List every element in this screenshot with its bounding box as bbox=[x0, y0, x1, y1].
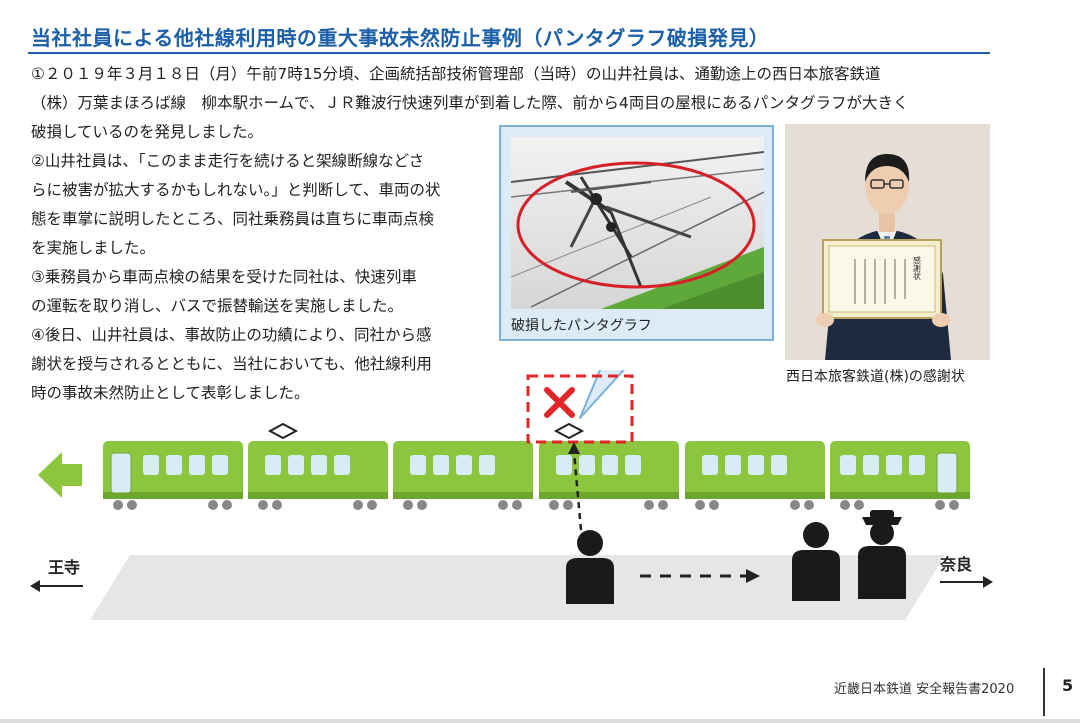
page-number: 5 bbox=[1062, 676, 1074, 695]
paragraph-3-line: の運転を取り消し、バスで振替輸送を実施しました。 bbox=[31, 297, 404, 315]
travel-direction-arrow bbox=[38, 452, 82, 498]
damaged-pantograph-icon bbox=[553, 422, 585, 440]
train-car-5 bbox=[685, 441, 825, 510]
train-car-1 bbox=[103, 441, 243, 510]
paragraph-2-line: らに被害が拡大するかもしれない。」と判断して、車両の状 bbox=[31, 181, 441, 199]
paragraphs-2-4: ②山井社員は、「このまま走行を続けると架線断線などさ らに被害が拡大するかもしれ… bbox=[31, 147, 441, 408]
paragraph-4-line: 時の事故未然防止として表彰しました。 bbox=[31, 384, 310, 402]
paragraph-4-line: ④後日、山井社員は、事故防止の功績により、同社から感 bbox=[31, 326, 432, 344]
paragraph-2-line: を実施しました。 bbox=[31, 239, 156, 257]
paragraph-1: ①２０１９年３月１８日（月）午前7時15分頃、企画統括部技術管理部（当時）の山井… bbox=[31, 60, 909, 147]
paragraph-1-line: （株）万葉まほろば線 柳本駅ホームで、ＪＲ難波行快速列車が到着した際、前から4両… bbox=[31, 94, 909, 112]
train-car-3 bbox=[393, 441, 533, 510]
publication-title: 近畿日本鉄道 安全報告書2020 bbox=[834, 682, 1015, 697]
pantograph-icon bbox=[267, 422, 299, 440]
bottom-edge bbox=[0, 719, 1080, 723]
pantograph-callout: 破損したパンタグラフ bbox=[499, 125, 774, 341]
direction-label-left: 王寺 bbox=[48, 558, 80, 577]
platform bbox=[90, 555, 945, 620]
footer-divider bbox=[1043, 668, 1045, 716]
train-car-2 bbox=[248, 422, 388, 510]
paragraph-3-line: ③乗務員から車両点検の結果を受けた同社は、快速列車 bbox=[31, 268, 417, 286]
arrow-left-icon bbox=[30, 580, 40, 592]
pantograph-illustration bbox=[511, 137, 764, 309]
title-underline bbox=[28, 52, 990, 54]
line-of-sight bbox=[572, 451, 583, 531]
damaged-pantograph-caption: 破損したパンタグラフ bbox=[511, 318, 652, 334]
crew-member-figure bbox=[858, 510, 906, 599]
paragraph-4-line: 謝状を授与されるとともに、当社においても、他社線利用 bbox=[31, 355, 432, 373]
damage-mark-icon bbox=[544, 387, 575, 418]
page-title: 当社社員による他社線利用時の重大事故未然防止事例（パンタグラフ破損発見） bbox=[31, 26, 770, 50]
direction-label-right: 奈良 bbox=[939, 555, 972, 574]
paragraph-1-line: ①２０１９年３月１８日（月）午前7時15分頃、企画統括部技術管理部（当時）の山井… bbox=[31, 65, 881, 83]
paragraph-1-line: 破損しているのを発見しました。 bbox=[31, 123, 264, 141]
train-car-4 bbox=[539, 422, 679, 510]
employee-figure bbox=[566, 530, 614, 604]
certificate-heading: 感謝状 bbox=[913, 255, 922, 280]
callout-pointer bbox=[579, 370, 625, 419]
paragraph-2-line: 態を車掌に説明したところ、同社乗務員は直ちに車両点検 bbox=[31, 210, 435, 228]
certificate-photo: 感謝状 bbox=[785, 124, 990, 360]
employee-with-certificate-illustration: 感謝状 bbox=[785, 124, 990, 360]
certificate-caption: 西日本旅客鉄道(株)の感謝状 bbox=[786, 369, 965, 385]
conductor-figure bbox=[792, 522, 840, 601]
train bbox=[103, 422, 970, 510]
train-car-6 bbox=[830, 441, 970, 510]
damaged-pantograph-photo bbox=[511, 137, 764, 309]
incident-diagram: 王寺 奈良 bbox=[30, 370, 993, 620]
arrow-right-icon bbox=[983, 576, 993, 588]
damage-highlight-box bbox=[526, 374, 634, 444]
paragraph-2-line: ②山井社員は、「このまま走行を続けると架線断線などさ bbox=[31, 152, 425, 170]
